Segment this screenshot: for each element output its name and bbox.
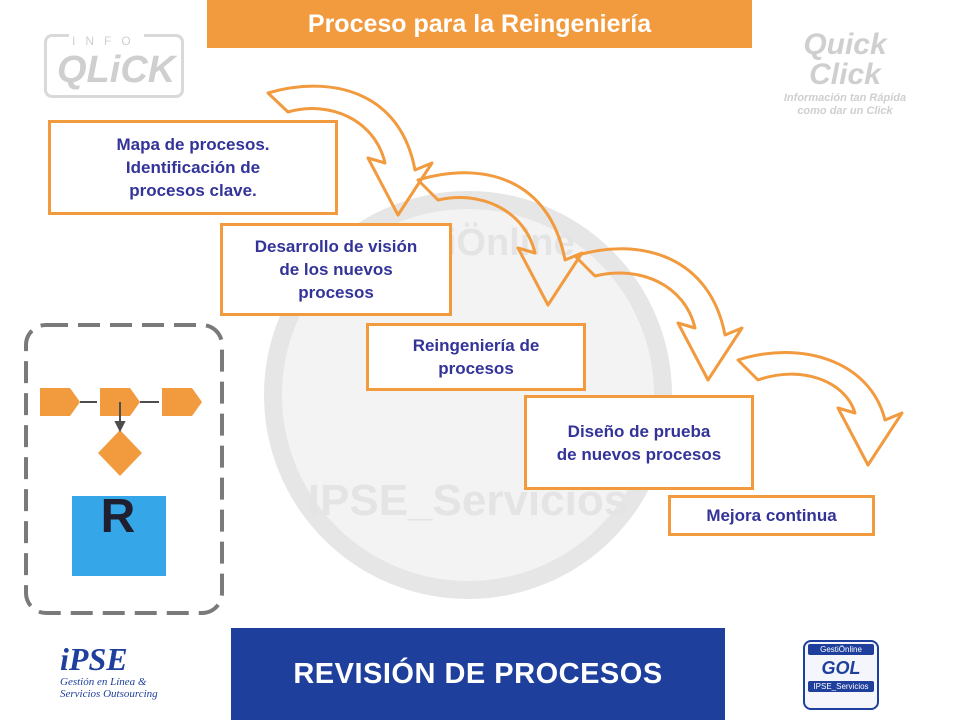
quickclick-logo-name: Quick Click — [803, 28, 887, 91]
quickclick-logo: Quick Click Información tan Rápida como … — [770, 30, 920, 120]
flow-arrow-4 — [736, 351, 904, 467]
step-2-line-2: de los nuevos — [279, 260, 393, 279]
step-3-line-1: Reingeniería de — [412, 336, 540, 355]
sidebar-letter: R — [101, 490, 136, 543]
flow-shape-1 — [40, 388, 80, 416]
page-title: Proceso para la Reingeniería — [207, 0, 752, 48]
ipse-logo: iPSE Gestión en Línea & Servicios Outsou… — [60, 642, 180, 714]
infoqlick-logo-main: QLiCK — [57, 49, 176, 91]
sidebar-blue-block — [72, 496, 166, 576]
step-box-2: Desarrollo de visión de los nuevos proce… — [220, 223, 452, 316]
ipse-logo-tagline-2: Servicios Outsourcing — [60, 688, 158, 700]
step-1-line-2: Identificación de — [125, 158, 261, 177]
step-4-line-2: de nuevos procesos — [556, 444, 722, 464]
step-4-line-1: Diseño de prueba — [567, 421, 711, 441]
quickclick-logo-tagline: Información tan Rápida como dar un Click — [783, 92, 907, 117]
infoqlick-logo: INFO QLiCK — [44, 34, 184, 98]
ipse-logo-name: iPSE — [60, 641, 128, 677]
gestionline-logo-main: GOL — [821, 658, 861, 678]
gestionline-logo-top: GestiÖnline — [808, 644, 874, 655]
gestionline-logo-bottom: IPSE_Servicios — [808, 681, 874, 692]
step-3-line-2: procesos — [438, 359, 514, 378]
step-5-line-1: Mejora continua — [706, 506, 837, 525]
flow-diamond — [98, 430, 142, 476]
step-box-5: Mejora continua — [668, 495, 875, 536]
footer-banner: REVISIÓN DE PROCESOS — [231, 628, 725, 720]
step-box-1: Mapa de procesos. Identificación de proc… — [48, 120, 338, 215]
step-2-line-3: procesos — [298, 283, 374, 302]
step-1-line-3: procesos clave. — [129, 181, 257, 200]
gestionline-logo: GestiÖnline GOL IPSE_Servicios — [803, 640, 879, 710]
flow-arrow-1 — [266, 84, 434, 217]
flow-shape-3 — [162, 388, 202, 416]
step-2-line-1: Desarrollo de visión — [254, 237, 418, 256]
step-box-3: Reingeniería de procesos — [366, 323, 586, 391]
step-box-4: Diseño de prueba de nuevos procesos — [524, 395, 754, 490]
ipse-logo-tagline-1: Gestión en Línea & — [60, 676, 147, 688]
step-1-line-1: Mapa de procesos. — [116, 135, 270, 154]
flow-arrow-3 — [573, 247, 744, 382]
infoqlick-logo-top: INFO — [69, 34, 144, 48]
